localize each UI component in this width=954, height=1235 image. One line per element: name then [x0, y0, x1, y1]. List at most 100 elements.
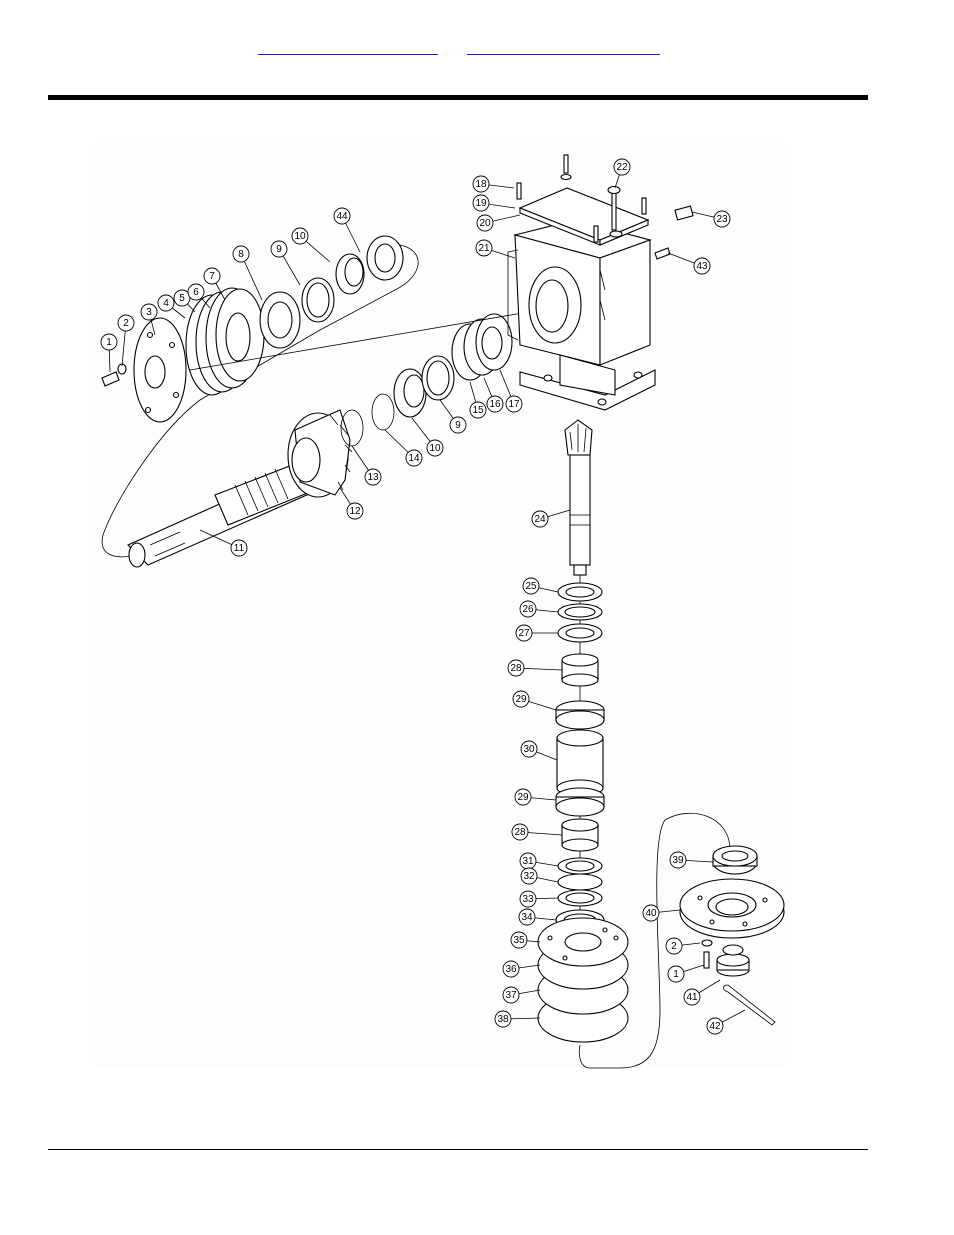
- callout-number: 2: [123, 318, 129, 329]
- callout-number: 26: [522, 604, 534, 615]
- callout-bubble: [173, 289, 191, 307]
- callout-bubble: [505, 395, 523, 413]
- bottom-rule: [48, 1149, 868, 1150]
- callout-17: 17: [499, 369, 523, 413]
- input-axis-line: [189, 309, 541, 371]
- callout-27: 27: [515, 624, 558, 642]
- callout-6: 6: [187, 283, 211, 309]
- assembly-loop-left: [101, 244, 419, 558]
- callout-22: 22: [613, 158, 631, 189]
- callout-1: 1: [100, 333, 118, 373]
- callout-number: 24: [534, 514, 546, 525]
- callout-18: 18: [472, 175, 515, 193]
- callout-33: 33: [519, 890, 559, 908]
- callout-bubble: [486, 395, 504, 413]
- callout-number: 27: [518, 628, 530, 639]
- callout-number: 39: [672, 855, 684, 866]
- shim-stack-4-7: [185, 287, 265, 396]
- callout-3: 3: [140, 303, 158, 336]
- shim-stack-15-17: [451, 313, 513, 381]
- callout-number: 7: [209, 271, 215, 282]
- callout-4: 4: [157, 294, 186, 319]
- gearbox-housing-21: [507, 219, 656, 411]
- callout-10: 10: [291, 227, 331, 263]
- callout-29: 29: [514, 788, 557, 806]
- callout-number: 18: [475, 179, 487, 190]
- callout-37: 37: [502, 986, 541, 1004]
- callout-28: 28: [511, 823, 563, 841]
- bearing-cup-9-upper: [301, 277, 335, 323]
- callout-bubble: [519, 890, 537, 908]
- callout-number: 40: [645, 908, 657, 919]
- callout-bubble: [346, 502, 364, 520]
- callout-bubble: [469, 401, 487, 419]
- callout-number: 35: [513, 935, 525, 946]
- callout-bubble: [507, 659, 525, 677]
- callout-number: 33: [522, 894, 534, 905]
- callout-29: 29: [512, 690, 557, 711]
- callout-number: 2: [671, 941, 677, 952]
- callout-bubble: [667, 965, 685, 983]
- callout-number: 4: [163, 298, 169, 309]
- callout-16: 16: [483, 377, 504, 413]
- cotter-pin-42: [723, 984, 776, 1026]
- callout-bubble: [426, 439, 444, 457]
- callout-bubble: [613, 158, 631, 176]
- callout-number: 5: [179, 293, 185, 304]
- callout-number: 16: [489, 399, 501, 410]
- callout-number: 11: [234, 543, 245, 554]
- callout-2: 2: [665, 937, 701, 955]
- callout-bubble: [476, 214, 494, 232]
- bearing-cup-9-lower: [421, 355, 455, 401]
- bolt-1-lower: [701, 939, 713, 969]
- callout-number: 43: [696, 261, 708, 272]
- callout-bubble: [140, 303, 158, 321]
- input-shaft: [127, 461, 319, 568]
- callout-bubble: [472, 194, 490, 212]
- callout-number: 19: [475, 198, 487, 209]
- callout-bubble: [472, 175, 490, 193]
- header-link-1[interactable]: [258, 38, 438, 55]
- pinion-stack: [555, 582, 605, 931]
- callout-bubble: [706, 1017, 724, 1035]
- callout-31: 31: [519, 852, 559, 870]
- callout-42: 42: [706, 1009, 746, 1035]
- callout-number: 23: [716, 214, 728, 225]
- callout-number: 9: [276, 244, 282, 255]
- callout-number: 1: [106, 337, 112, 348]
- callout-number: 22: [616, 162, 628, 173]
- callout-bubble: [519, 600, 537, 618]
- callout-number: 14: [408, 453, 420, 464]
- callout-bubble: [117, 314, 135, 332]
- callout-bubble: [100, 333, 118, 351]
- header-link-2[interactable]: [467, 38, 660, 55]
- callout-number: 3: [146, 307, 152, 318]
- callout-number: 34: [521, 912, 533, 923]
- assembly-loop-right: [578, 812, 731, 1069]
- callout-30: 30: [520, 740, 558, 761]
- callout-bubble: [693, 257, 711, 275]
- callout-2: 2: [117, 314, 135, 367]
- callout-bubble: [364, 468, 382, 486]
- callout-bubble: [291, 227, 309, 245]
- callout-bubble: [522, 577, 540, 595]
- callout-bubble: [512, 690, 530, 708]
- bearing-10-lower: [393, 368, 427, 418]
- callout-bubble: [333, 207, 351, 225]
- callout-bubble: [230, 539, 248, 557]
- callout-number: 42: [709, 1021, 721, 1032]
- callout-bubble: [669, 851, 687, 869]
- callout-40: 40: [642, 904, 681, 922]
- callout-number: 6: [193, 287, 199, 298]
- callout-number: 29: [515, 694, 527, 705]
- callout-34: 34: [518, 908, 557, 926]
- callout-number: 28: [510, 663, 522, 674]
- callout-number: 10: [429, 443, 441, 454]
- callout-bubble: [511, 823, 529, 841]
- seal-44: [366, 235, 404, 281]
- dipstick-22: [607, 185, 623, 238]
- callout-9: 9: [439, 399, 467, 434]
- castle-nut-41: [716, 944, 750, 977]
- callout-bubble: [203, 267, 221, 285]
